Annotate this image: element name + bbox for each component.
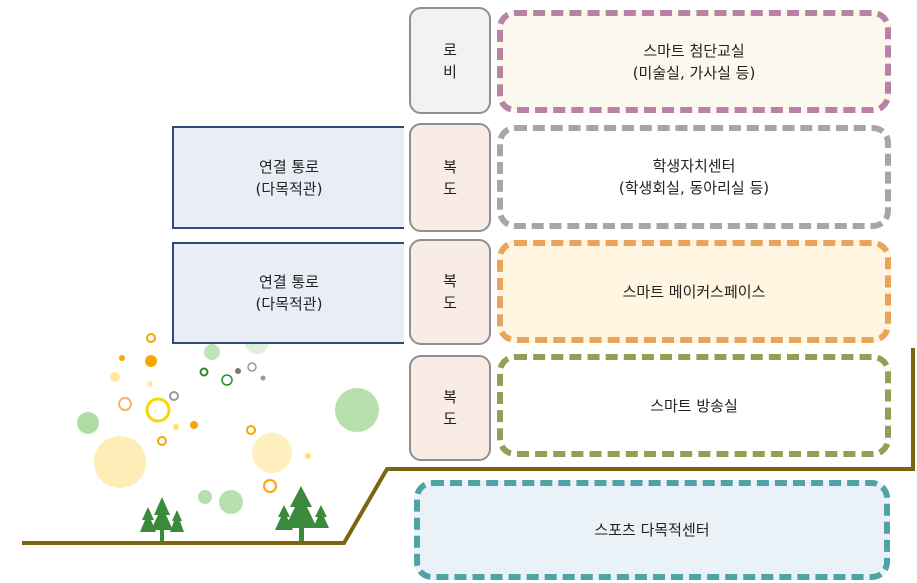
room-title: 스마트 방송실: [650, 396, 738, 415]
room-title: 스마트 첨단교실: [643, 41, 745, 60]
lobby-label-line2: 비: [443, 62, 457, 81]
corridor-box-2: 복 도: [409, 123, 491, 232]
room-subtitle: (학생회실, 동아리실 등): [618, 179, 770, 197]
corridor-label-line2: 도: [443, 179, 457, 198]
smart-broadcast-room: 스마트 방송실: [497, 354, 891, 457]
room-title: 스포츠 다목적센터: [594, 521, 710, 539]
sports-multipurpose-center: 스포츠 다목적센터: [414, 480, 890, 580]
room-subtitle: (미술실, 가사실 등): [632, 63, 756, 82]
trees: [140, 486, 329, 542]
connecting-passage-upper: 연결 통로 (다목적관): [172, 126, 404, 229]
corridor-box-4: 복 도: [409, 355, 491, 461]
corridor-label-line1: 복: [443, 157, 457, 176]
corridor-label-line2: 도: [443, 410, 457, 428]
corridor-label-line1: 복: [443, 388, 457, 406]
corridor-box-3: 복 도: [409, 239, 491, 345]
room-title: 학생자치센터: [652, 157, 736, 175]
passage-label-line2: (다목적관): [255, 179, 323, 198]
lobby-box: 로 비: [409, 7, 491, 114]
passage-label-line2: (다목적관): [255, 295, 323, 313]
ground-line: [22, 348, 915, 545]
bubbles: [77, 330, 379, 514]
passage-label-line1: 연결 통로: [259, 157, 319, 176]
corridor-label-line1: 복: [443, 272, 457, 290]
corridor-label-line2: 도: [443, 294, 457, 312]
smart-advanced-classroom: 스마트 첨단교실 (미술실, 가사실 등): [497, 10, 891, 113]
student-council-center: 학생자치센터 (학생회실, 동아리실 등): [497, 125, 891, 229]
room-title: 스마트 메이커스페이스: [622, 282, 766, 301]
passage-label-line1: 연결 통로: [259, 273, 319, 291]
smart-makerspace: 스마트 메이커스페이스: [497, 240, 891, 343]
lobby-label-line1: 로: [443, 40, 457, 59]
connecting-passage-lower: 연결 통로 (다목적관): [172, 242, 404, 344]
